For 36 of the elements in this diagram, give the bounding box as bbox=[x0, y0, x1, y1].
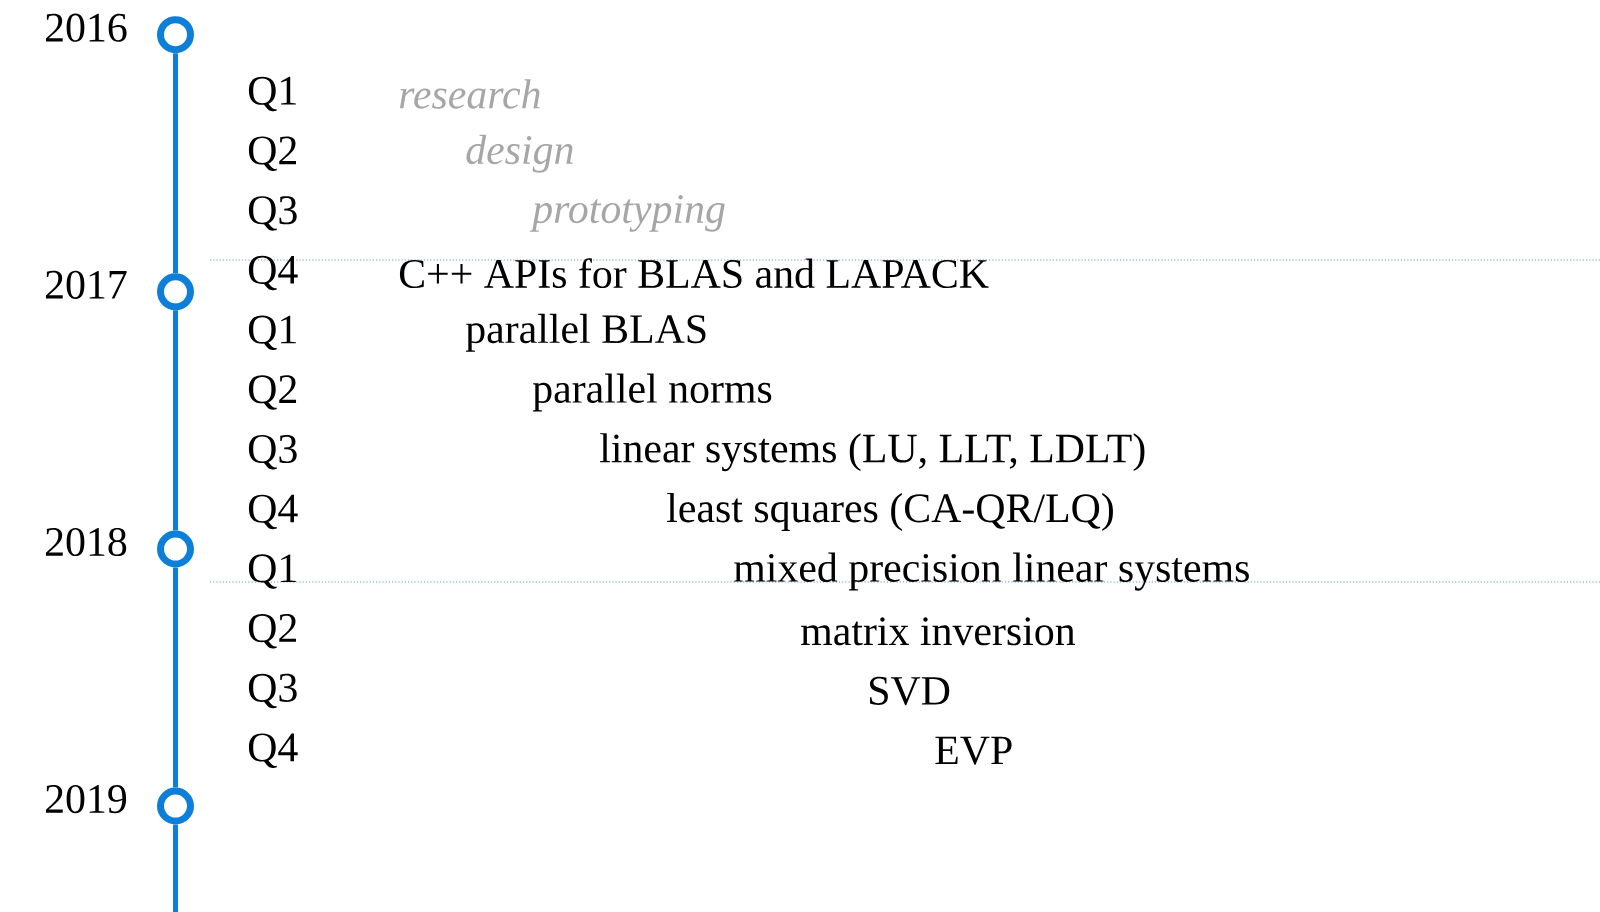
quarter-label: Q4 bbox=[248, 733, 298, 768]
quarter-label: Q2 bbox=[248, 614, 296, 649]
quarter-label: Q3 bbox=[248, 196, 297, 231]
quarter-label: Q3 bbox=[248, 434, 297, 470]
task-label: C++ APIs for BLAS and LAPACK bbox=[399, 258, 989, 289]
year-label: 2018 bbox=[45, 527, 127, 557]
task-label: research bbox=[399, 79, 540, 109]
year-label: 2019 bbox=[45, 784, 127, 814]
timeline-line bbox=[173, 567, 178, 788]
timeline-line bbox=[173, 824, 178, 912]
task-label: parallel norms bbox=[532, 373, 772, 412]
quarter-label: Q1 bbox=[248, 76, 296, 112]
timeline-marker bbox=[157, 273, 194, 311]
task-label: matrix inversion bbox=[801, 617, 1076, 646]
task-label: design bbox=[466, 134, 573, 173]
task-label: mixed precision linear systems bbox=[734, 552, 1249, 591]
task-label: SVD bbox=[870, 676, 950, 706]
quarter-label: Q4 bbox=[248, 255, 298, 291]
task-label: parallel BLAS bbox=[465, 313, 706, 352]
quarter-label: Q1 bbox=[248, 315, 296, 351]
task-label: least squares (CA-QR/LQ) bbox=[667, 492, 1113, 531]
year-label: 2017 bbox=[45, 270, 127, 299]
quarter-label: Q2 bbox=[248, 375, 296, 410]
timeline-marker bbox=[157, 787, 194, 825]
quarter-label: Q4 bbox=[248, 494, 298, 530]
quarter-label: Q2 bbox=[248, 136, 296, 171]
quarter-label: Q1 bbox=[248, 554, 296, 589]
task-label: prototyping bbox=[529, 195, 725, 232]
task-label: EVP bbox=[935, 736, 1012, 765]
timeline-marker bbox=[157, 16, 194, 54]
year-label: 2016 bbox=[45, 13, 127, 42]
timeline-marker bbox=[157, 530, 194, 568]
task-label: linear systems (LU, LLT, LDLT) bbox=[600, 433, 1145, 472]
quarter-label: Q3 bbox=[248, 673, 297, 709]
timeline-line bbox=[173, 310, 178, 531]
timeline-line bbox=[173, 53, 178, 274]
